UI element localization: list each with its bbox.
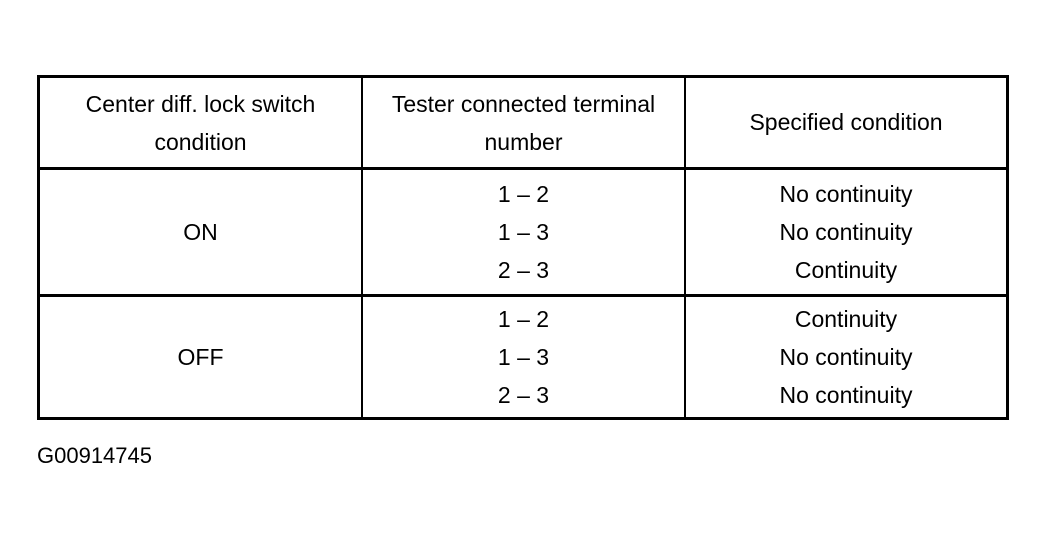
- header-switch-condition-line1: Center diff. lock switch: [85, 90, 316, 117]
- header-specified-condition-label: Specified condition: [749, 109, 943, 135]
- header-terminal-number-line2: number: [484, 128, 563, 155]
- continuity-result: No continuity: [779, 344, 913, 370]
- row-on-results: No continuity No continuity Continuity: [686, 170, 1006, 297]
- continuity-result: No continuity: [779, 181, 913, 207]
- row-off-condition: OFF: [40, 297, 363, 417]
- terminal-pair: 1 – 2: [497, 181, 550, 207]
- terminal-pair: 1 – 3: [497, 219, 550, 245]
- continuity-result: No continuity: [779, 382, 913, 408]
- header-terminal-number-line1: Tester connected terminal: [391, 90, 656, 117]
- continuity-result: Continuity: [794, 306, 898, 332]
- header-terminal-number: Tester connected terminal number: [363, 78, 686, 170]
- continuity-result: No continuity: [779, 219, 913, 245]
- condition-on-label: ON: [183, 218, 218, 245]
- figure-id: G00914745: [37, 443, 152, 468]
- terminal-pair: 1 – 2: [497, 306, 550, 332]
- switch-continuity-table: Center diff. lock switch condition Teste…: [37, 75, 1009, 420]
- row-on-condition: ON: [40, 170, 363, 297]
- terminal-pair: 1 – 3: [497, 344, 550, 370]
- continuity-result: Continuity: [794, 257, 898, 283]
- row-on-terminals: 1 – 2 1 – 3 2 – 3: [363, 170, 686, 297]
- header-specified-condition: Specified condition: [686, 78, 1006, 170]
- header-switch-condition-line2: condition: [154, 128, 247, 155]
- terminal-pair: 2 – 3: [497, 257, 550, 283]
- header-switch-condition: Center diff. lock switch condition: [40, 78, 363, 170]
- row-off-results: Continuity No continuity No continuity: [686, 297, 1006, 417]
- terminal-pair: 2 – 3: [497, 382, 550, 408]
- condition-off-label: OFF: [177, 343, 224, 370]
- row-off-terminals: 1 – 2 1 – 3 2 – 3: [363, 297, 686, 417]
